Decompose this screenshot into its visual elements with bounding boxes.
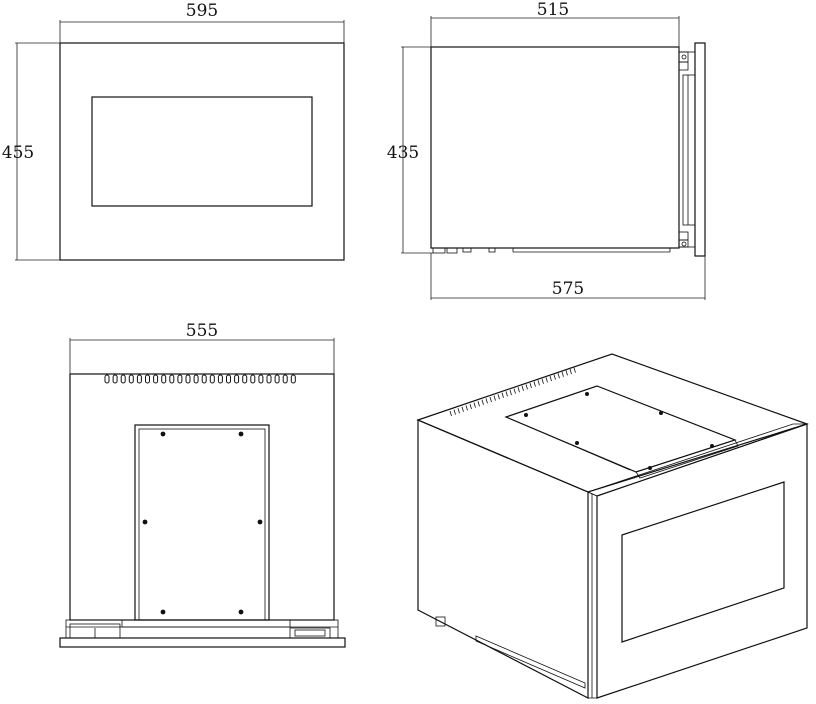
vent-slot xyxy=(533,381,536,387)
iso-top-face xyxy=(416,353,809,493)
vent-slot xyxy=(549,375,552,382)
top-width-label: 555 xyxy=(186,321,218,341)
vent-slot xyxy=(258,374,264,384)
screw xyxy=(160,609,166,615)
screw xyxy=(238,609,244,615)
vent-slot xyxy=(282,374,288,384)
iso-door-window xyxy=(621,481,785,643)
vent-slot xyxy=(453,409,456,415)
vent-slot xyxy=(266,374,272,384)
screw xyxy=(257,519,263,525)
vent-slot xyxy=(128,374,134,384)
iso-vent-slots xyxy=(449,367,576,417)
vent-slot xyxy=(477,401,480,407)
vent-slot xyxy=(561,371,564,377)
vent-slot xyxy=(553,374,556,380)
vent-slot xyxy=(509,389,512,396)
vent-slot xyxy=(521,385,524,391)
vent-slot xyxy=(541,378,544,384)
isometric-view xyxy=(416,353,809,699)
vent-slot xyxy=(112,374,118,384)
front-width-label: 595 xyxy=(186,1,218,21)
vent-slot xyxy=(493,395,496,401)
vent-slot xyxy=(557,373,560,379)
side-view: 515 435 575 xyxy=(387,0,706,300)
vent-slot xyxy=(193,374,199,384)
vent-slot xyxy=(473,402,476,408)
vent-slot xyxy=(481,399,484,405)
vent-slot xyxy=(461,406,464,412)
vent-slot xyxy=(545,377,548,383)
front-door-outline xyxy=(59,42,345,261)
top-door-rail xyxy=(59,637,346,648)
side-total-depth-label: 575 xyxy=(552,279,584,299)
vent-slot xyxy=(250,374,256,384)
vent-slot xyxy=(201,374,207,384)
vent-slot xyxy=(501,392,504,398)
top-body-outline xyxy=(69,373,335,621)
front-view: 595 455 xyxy=(2,1,345,261)
vent-slot xyxy=(185,374,191,384)
vent-slot xyxy=(457,408,460,414)
vent-slot xyxy=(489,396,492,403)
vent-slot xyxy=(537,380,540,386)
vent-slot xyxy=(120,374,126,384)
vent-slot xyxy=(565,370,568,376)
screw xyxy=(160,431,166,437)
vent-slot xyxy=(569,368,572,375)
vent-slot xyxy=(242,374,248,384)
vent-slot xyxy=(226,374,231,384)
iso-side-face xyxy=(417,419,589,699)
side-depth-label: 515 xyxy=(537,0,569,20)
vent-slot xyxy=(525,384,528,390)
vent-slot xyxy=(469,403,472,410)
vent-slot xyxy=(513,388,516,394)
vent-slot xyxy=(145,374,150,384)
vent-slot xyxy=(177,374,183,384)
vent-slot xyxy=(529,382,532,389)
vent-slot xyxy=(169,374,175,384)
side-height-label: 435 xyxy=(387,143,419,163)
vent-slot xyxy=(465,405,468,411)
iso-door-panel xyxy=(596,423,808,699)
top-vent-slots xyxy=(104,374,296,384)
vent-slot xyxy=(161,374,167,384)
vent-slot xyxy=(517,387,520,393)
vent-slot xyxy=(573,367,576,373)
vent-slot xyxy=(505,391,508,397)
vent-slot xyxy=(136,374,142,384)
vent-slot xyxy=(217,374,223,384)
vent-slot xyxy=(497,394,500,400)
vent-slot xyxy=(209,374,215,384)
front-height-label: 455 xyxy=(2,143,34,163)
front-window xyxy=(91,96,313,207)
vent-slot xyxy=(234,374,240,384)
vent-slot xyxy=(153,374,159,384)
vent-slot xyxy=(274,374,280,384)
top-view: 555 xyxy=(59,321,346,648)
screw xyxy=(238,431,244,437)
iso-top-plate xyxy=(504,385,737,473)
vent-slot xyxy=(290,374,296,384)
side-door-panel xyxy=(694,42,706,257)
screw xyxy=(142,519,148,525)
vent-slot xyxy=(104,374,110,384)
vent-slot xyxy=(449,410,452,417)
top-plate xyxy=(134,424,270,621)
side-body-outline xyxy=(430,46,680,249)
vent-slot xyxy=(485,398,488,404)
